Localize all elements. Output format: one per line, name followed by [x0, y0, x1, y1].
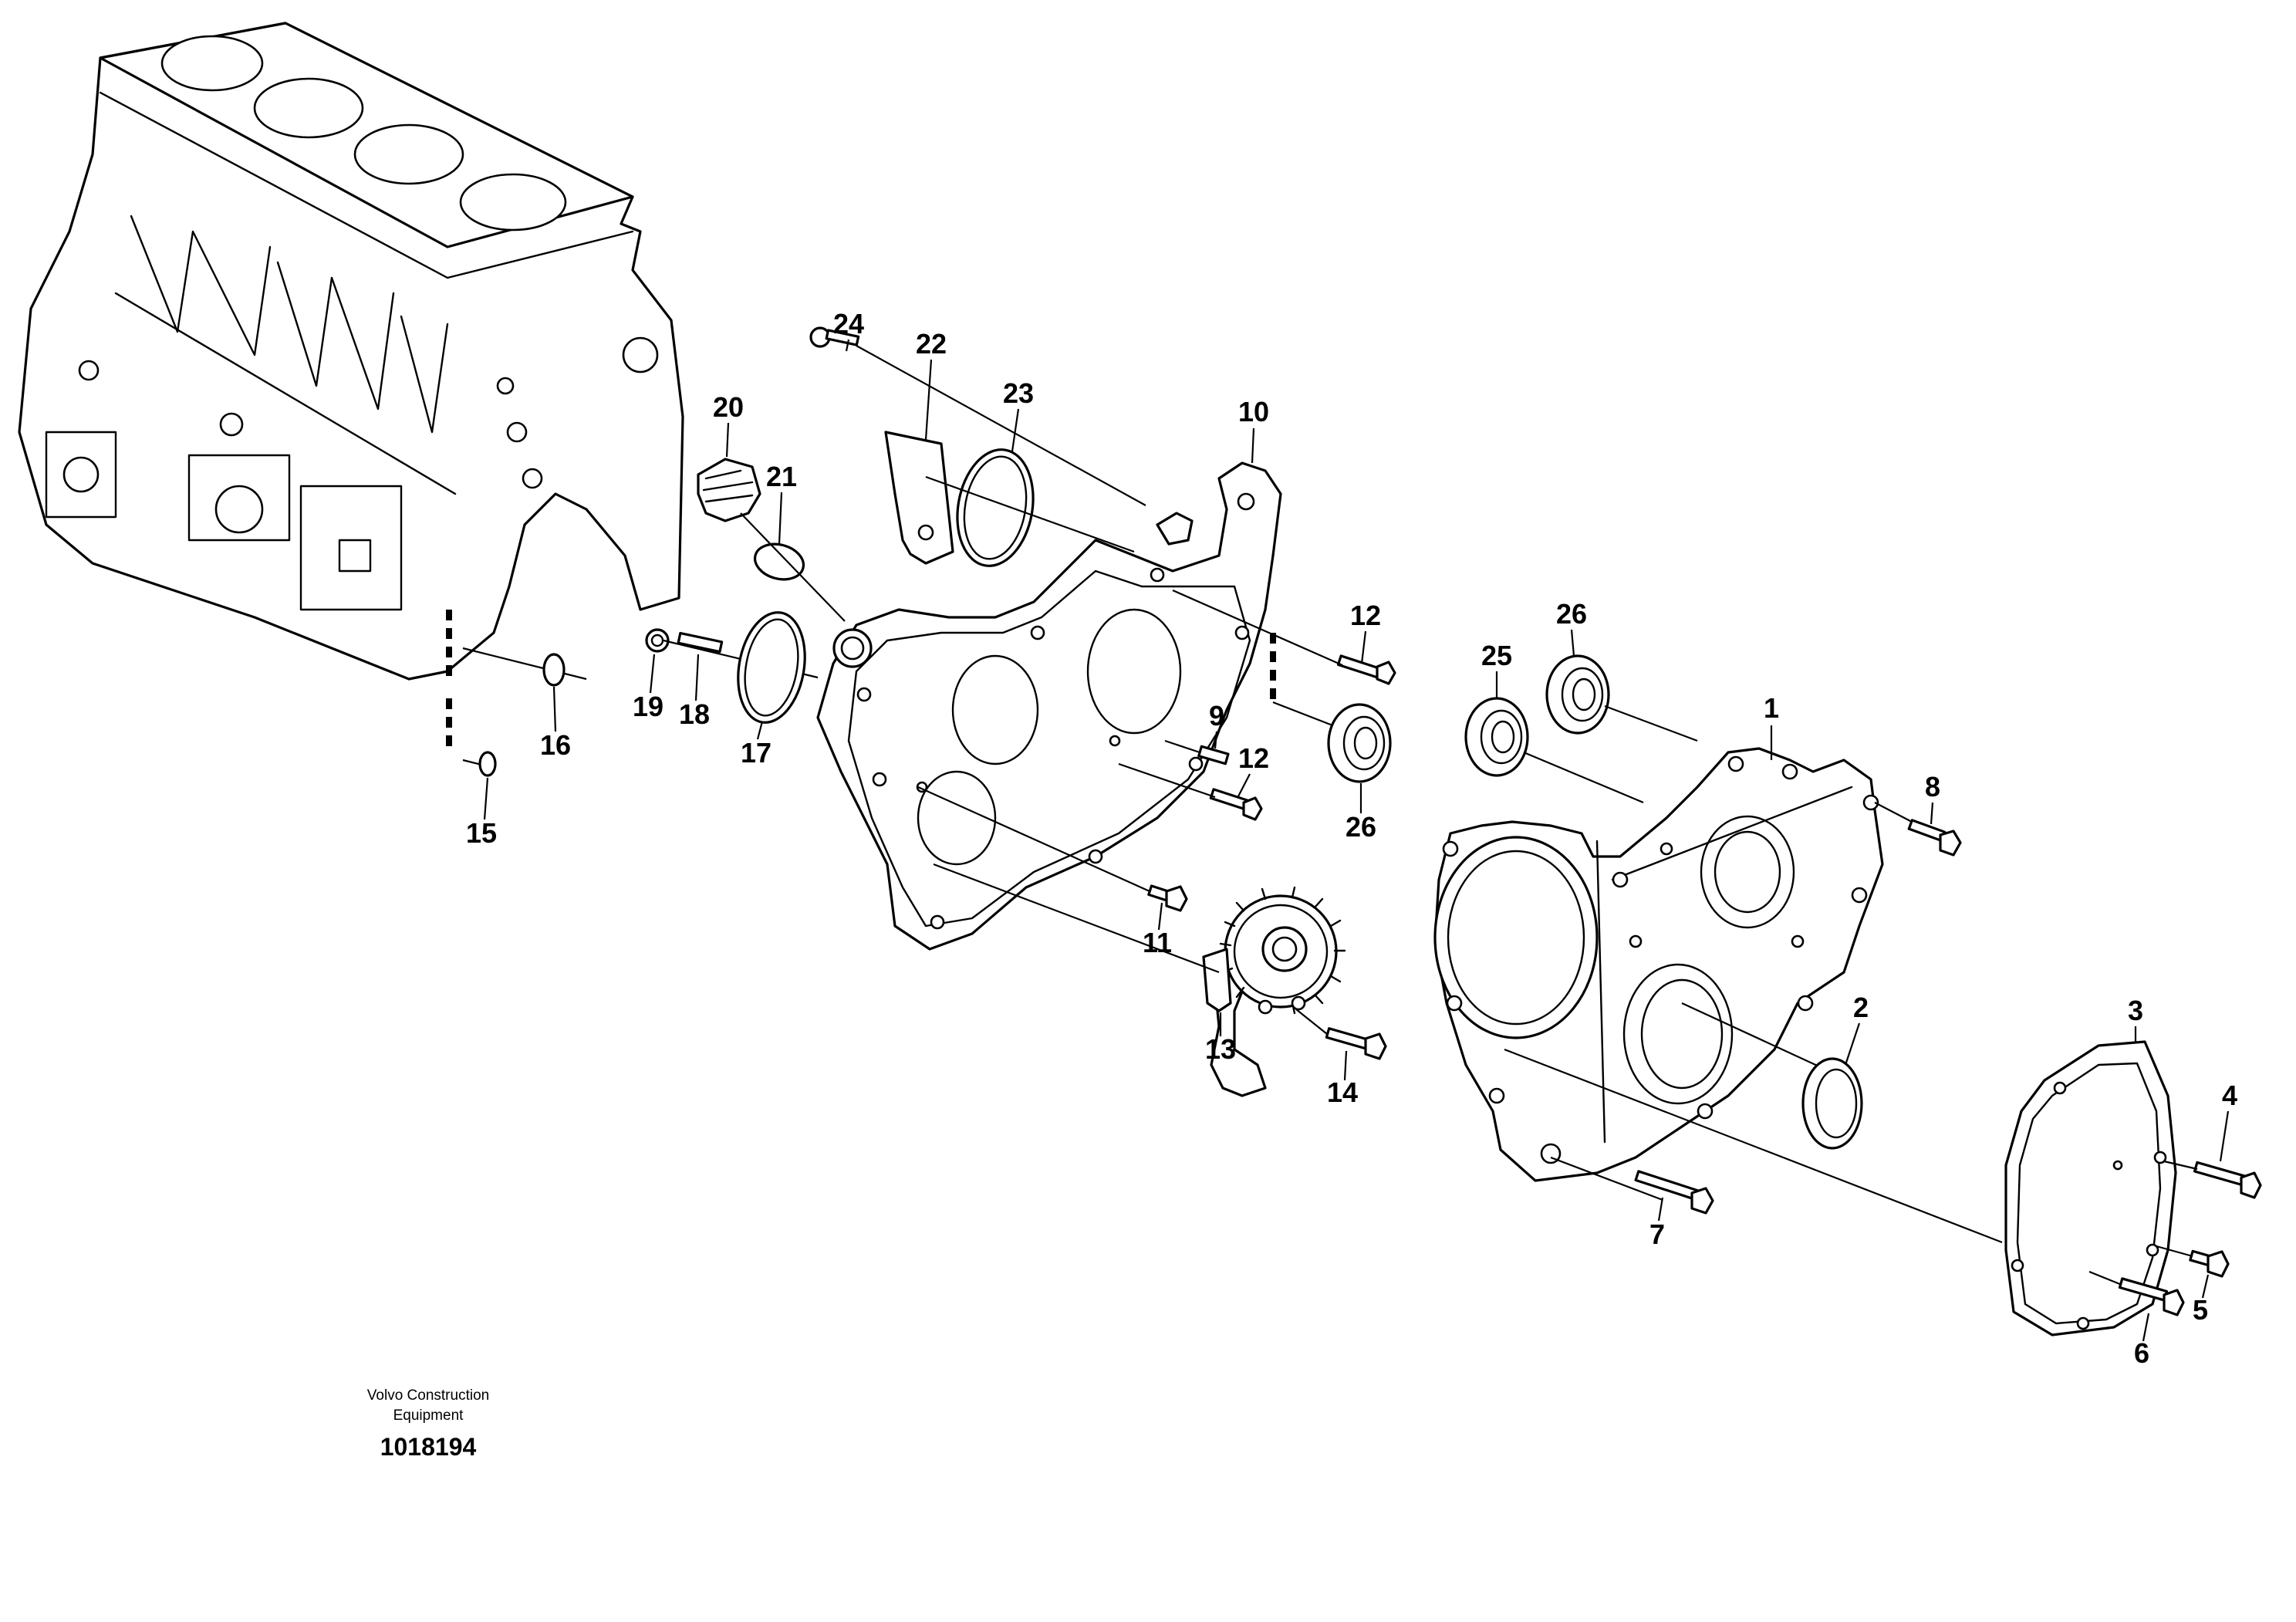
engine-block — [18, 22, 684, 681]
callout-13: 13 — [1205, 1033, 1236, 1065]
screw-12-lower — [1209, 788, 1263, 821]
oil-filler-cap-20 — [697, 458, 761, 522]
cover-plate-22 — [884, 431, 954, 565]
callout-16: 16 — [540, 729, 571, 761]
o-ring-21 — [753, 542, 805, 581]
screw-4 — [2193, 1161, 2262, 1199]
callout-6: 6 — [2134, 1337, 2149, 1369]
dowel-pin-9 — [1197, 745, 1230, 765]
callout-14: 14 — [1327, 1076, 1358, 1108]
screw-14 — [1325, 1027, 1387, 1060]
callout-4: 4 — [2222, 1080, 2237, 1111]
callout-7: 7 — [1649, 1218, 1665, 1250]
callout-5: 5 — [2193, 1294, 2208, 1326]
screw-5 — [2189, 1249, 2230, 1278]
callout-17: 17 — [741, 737, 772, 769]
timing-gear-cover-10 — [816, 461, 1282, 951]
oil-seal-2 — [1801, 1057, 1863, 1150]
flywheel-housing-1 — [1433, 747, 1884, 1182]
callout-19: 19 — [633, 691, 663, 722]
callout-10: 10 — [1238, 396, 1269, 427]
callout-20: 20 — [713, 391, 744, 423]
screw-12-upper — [1336, 654, 1396, 685]
callout-26b: 26 — [1346, 811, 1376, 843]
callout-25: 25 — [1481, 640, 1512, 671]
callout-18: 18 — [679, 698, 710, 730]
callout-8: 8 — [1925, 771, 1940, 803]
screw-11 — [1147, 884, 1188, 912]
callout-11: 11 — [1143, 927, 1172, 958]
callout-21: 21 — [766, 461, 797, 492]
o-ring-16 — [542, 653, 566, 687]
callout-26a: 26 — [1556, 598, 1587, 630]
callout-2: 2 — [1853, 992, 1869, 1023]
oil-pump-13 — [1202, 886, 1346, 1097]
o-ring-17 — [737, 611, 806, 724]
o-ring-15 — [478, 751, 497, 777]
callout-15: 15 — [466, 817, 497, 849]
document-number: 1018194 — [380, 1433, 477, 1461]
callout-23: 23 — [1003, 377, 1034, 409]
o-ring-23 — [956, 448, 1035, 567]
callout-9: 9 — [1209, 700, 1224, 732]
plug-19 — [645, 628, 670, 653]
bearing-26-lower — [1327, 703, 1392, 783]
callout-12b: 12 — [1238, 742, 1269, 774]
brand-line-1: Volvo Construction — [367, 1387, 489, 1404]
callout-3: 3 — [2128, 995, 2143, 1026]
stud-18 — [677, 631, 724, 654]
brand-line-2: Equipment — [393, 1407, 464, 1424]
rear-cover-3 — [2004, 1040, 2177, 1336]
callout-24: 24 — [833, 308, 864, 340]
bearing-25 — [1464, 697, 1529, 777]
screw-24 — [809, 326, 860, 348]
callout-12a: 12 — [1350, 600, 1381, 631]
footer-brand: Volvo Construction Equipment 1018194 — [367, 1387, 489, 1461]
callout-22: 22 — [916, 328, 947, 360]
screw-6 — [2118, 1277, 2185, 1316]
screw-7 — [1634, 1170, 1714, 1215]
callout-labels: 1 2 3 4 5 6 7 8 9 10 11 12 12 13 14 15 1… — [466, 308, 2237, 1369]
screw-8 — [1907, 819, 1962, 857]
callout-1: 1 — [1764, 692, 1779, 724]
bearing-26-upper — [1545, 654, 1610, 735]
